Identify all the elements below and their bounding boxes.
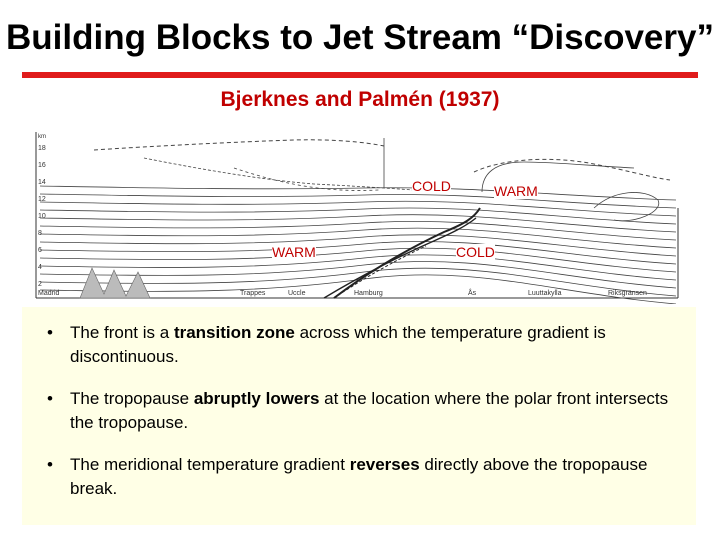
- y-axis-tick-label: 6: [38, 247, 42, 254]
- station-label: Ås: [468, 288, 477, 297]
- polar-front-lower: [323, 217, 477, 299]
- bullet-item: • The front is a transition zone across …: [30, 321, 678, 369]
- isotherm-line: [39, 193, 677, 209]
- isotherm-line: [39, 185, 677, 201]
- isotherm-line: [39, 214, 677, 233]
- cross-section-drawing: km 18 16 14 12 10 8 6 4 2 Madrid Trappes Uccle Hamb…: [35, 132, 679, 304]
- y-axis-tick-label: 12: [38, 196, 46, 203]
- isotherm-lines: [39, 185, 677, 304]
- bullet-item: • The meridional temperature gradient re…: [30, 453, 678, 501]
- station-labels: Madrid Trappes Uccle Hamburg Ås Luuttakylla Ri…: [38, 288, 647, 297]
- label-cold-upper: COLD: [412, 178, 451, 194]
- isotherm-line: [39, 207, 677, 225]
- station-label: Madrid: [38, 290, 60, 297]
- polar-front-upper: [333, 207, 481, 299]
- station-label: Luuttakylla: [528, 290, 562, 297]
- frontal-surface-dashed: [333, 245, 427, 299]
- station-label: Uccle: [288, 290, 306, 297]
- tropopause-upper: [93, 139, 385, 151]
- bullet-emphasis: reverses: [349, 455, 420, 474]
- bullet-emphasis: transition zone: [173, 323, 295, 342]
- isotherm-line: [39, 200, 677, 217]
- station-label: Riksgränsen: [608, 290, 647, 297]
- y-axis-tick-label: 10: [38, 213, 46, 220]
- cross-section-figure: km 18 16 14 12 10 8 6 4 2 Madrid Trappes Uccle Hamb…: [34, 128, 680, 304]
- slide-subtitle: Bjerknes and Palmén (1937): [220, 88, 500, 111]
- title-underline: [22, 72, 698, 78]
- polar-isotherm: [481, 161, 635, 193]
- y-axis-tick-label: 18: [38, 145, 46, 152]
- station-label: Trappes: [240, 290, 266, 297]
- tropopause-polar: [473, 158, 671, 181]
- isotherm-line: [39, 247, 677, 273]
- isotherm-line: [39, 220, 677, 241]
- bullet-marker: •: [47, 323, 53, 342]
- y-axis-tick-label: 16: [38, 162, 46, 169]
- slide-title: Building Blocks to Jet Stream “Discovery…: [6, 18, 714, 57]
- isotherm-dashed-2: [143, 157, 415, 191]
- notes-box: • The front is a transition zone across …: [22, 307, 696, 525]
- label-warm-lower: WARM: [272, 244, 316, 260]
- isotherm-line: [39, 234, 677, 257]
- bullet-text: The tropopause abruptly lowers at the lo…: [70, 389, 669, 432]
- label-cold-lower: COLD: [456, 244, 495, 260]
- label-warm-upper: WARM: [494, 183, 538, 199]
- isotherm-dashed-1: [233, 167, 380, 191]
- bullet-marker: •: [47, 455, 53, 474]
- bullet-text: The front is a transition zone across wh…: [70, 323, 606, 366]
- isotherm-line: [39, 241, 677, 265]
- y-axis-ticks: 18 16 14 12 10 8 6 4 2: [38, 145, 46, 288]
- mountain-silhouette: [79, 267, 151, 299]
- y-axis-tick-label: 8: [38, 230, 42, 237]
- bullet-text: The meridional temperature gradient reve…: [70, 455, 648, 498]
- station-label: Hamburg: [354, 290, 383, 297]
- bullet-emphasis: abruptly lowers: [193, 389, 320, 408]
- isotherm-line: [39, 261, 677, 289]
- y-axis-header: km: [38, 134, 46, 140]
- isotherm-line: [39, 254, 677, 281]
- bullet-item: • The tropopause abruptly lowers at the …: [30, 387, 678, 435]
- bullet-marker: •: [47, 389, 53, 408]
- polar-cell: [593, 192, 660, 222]
- y-axis-tick-label: 4: [38, 264, 42, 271]
- y-axis-tick-label: 14: [38, 179, 46, 186]
- isotherm-line: [39, 227, 677, 249]
- y-axis-tick-label: 2: [38, 281, 42, 288]
